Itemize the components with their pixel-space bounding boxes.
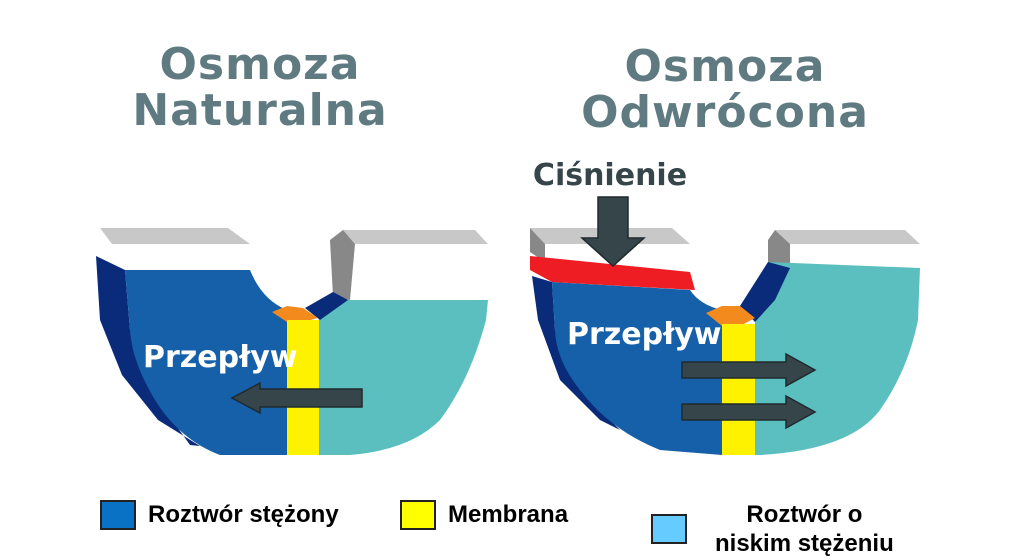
vessel-outer-rim-reverse: [532, 276, 620, 430]
right-corner-edge-reverse: [740, 262, 790, 322]
arrow-down-icon: [580, 196, 646, 268]
right-wall: [330, 230, 355, 300]
membrane-top-reverse: [706, 306, 755, 326]
dilute-solution-reverse: [755, 262, 920, 455]
left-wall-reverse: [530, 228, 545, 262]
legend-concentrated-swatch: [100, 500, 136, 530]
right-top-ledge-reverse: [775, 230, 920, 244]
legend-membrane-label: Membrana: [448, 501, 569, 528]
legend-dilute: Roztwór o niskim stężeniu: [651, 500, 894, 558]
natural-osmosis-vessel: [96, 228, 488, 455]
vessel-outer-rim: [96, 256, 200, 446]
pressure-label: Ciśnienie: [532, 158, 688, 193]
right-wall-reverse: [768, 230, 790, 268]
title-natural-line2: Naturalna: [132, 85, 388, 136]
membrane: [287, 320, 319, 455]
membrane-reverse: [722, 324, 755, 455]
left-top-ledge: [100, 228, 250, 244]
concentrated-solution: [125, 270, 287, 455]
piston: [530, 256, 695, 290]
arrow-left-icon: [230, 381, 363, 415]
flow-label-reverse: Przepływ: [567, 317, 722, 352]
legend-membrane-swatch: [400, 500, 436, 530]
legend-membrane: Membrana: [400, 500, 568, 530]
reverse-osmosis-vessel: [530, 228, 920, 455]
dilute-solution: [319, 296, 488, 455]
legend-dilute-label: Roztwór o niskim stężeniu: [715, 500, 894, 558]
arrow-right-icon: [681, 394, 817, 430]
legend-concentrated-label: Roztwór stężony: [148, 501, 339, 528]
osmosis-diagram: [96, 196, 920, 455]
title-reverse-line1: Osmoza: [624, 41, 826, 92]
legend-dilute-line2: niskim stężeniu: [715, 530, 894, 557]
title-natural-line1: Osmoza: [159, 39, 361, 90]
title-reverse-osmosis: Osmoza Odwrócona: [555, 44, 895, 136]
arrow-right-icon: [681, 352, 817, 388]
legend-concentrated: Roztwór stężony: [100, 500, 339, 530]
right-top-ledge: [343, 230, 488, 244]
membrane-top: [272, 306, 318, 322]
legend-dilute-line1: Roztwór o: [746, 501, 863, 528]
right-corner-edge: [305, 292, 348, 320]
title-reverse-line2: Odwrócona: [581, 87, 869, 138]
flow-label-natural: Przepływ: [143, 340, 298, 375]
title-natural-osmosis: Osmoza Naturalna: [100, 42, 420, 134]
legend-dilute-swatch: [651, 514, 687, 544]
concentrated-solution-reverse: [552, 282, 722, 455]
